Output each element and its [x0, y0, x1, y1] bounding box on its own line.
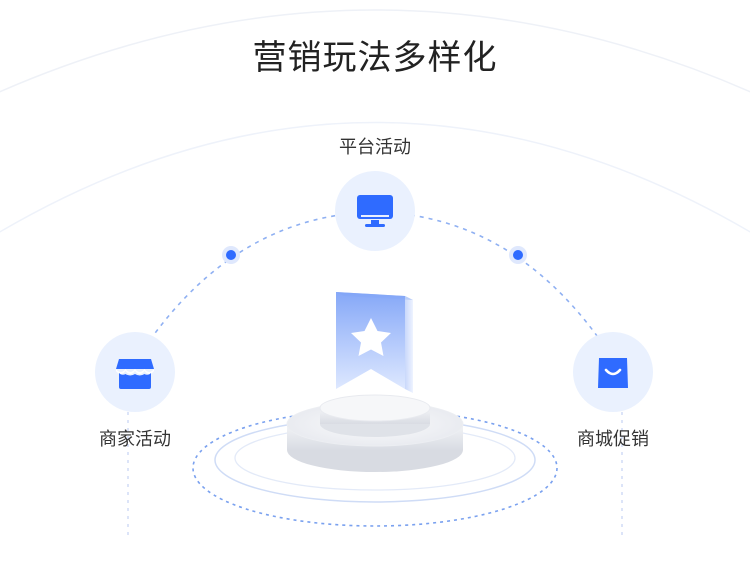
merchant-node — [95, 332, 175, 412]
platform-label: 平台活动 — [339, 137, 411, 158]
shopping-bag-icon — [598, 358, 628, 388]
mall-node — [573, 332, 653, 412]
pedestal-upper-top — [319, 394, 431, 422]
outer-arc — [0, 9, 750, 93]
page-title: 营销玩法多样化 — [252, 38, 498, 78]
monitor-icon — [357, 195, 393, 227]
mall-label: 商城促销 — [577, 429, 649, 450]
orbit-dashed-arc-right — [374, 211, 601, 341]
merchant-label: 商家活动 — [99, 429, 171, 450]
store-icon — [116, 359, 154, 389]
platform-node — [335, 171, 415, 251]
middle-arc — [0, 121, 750, 233]
